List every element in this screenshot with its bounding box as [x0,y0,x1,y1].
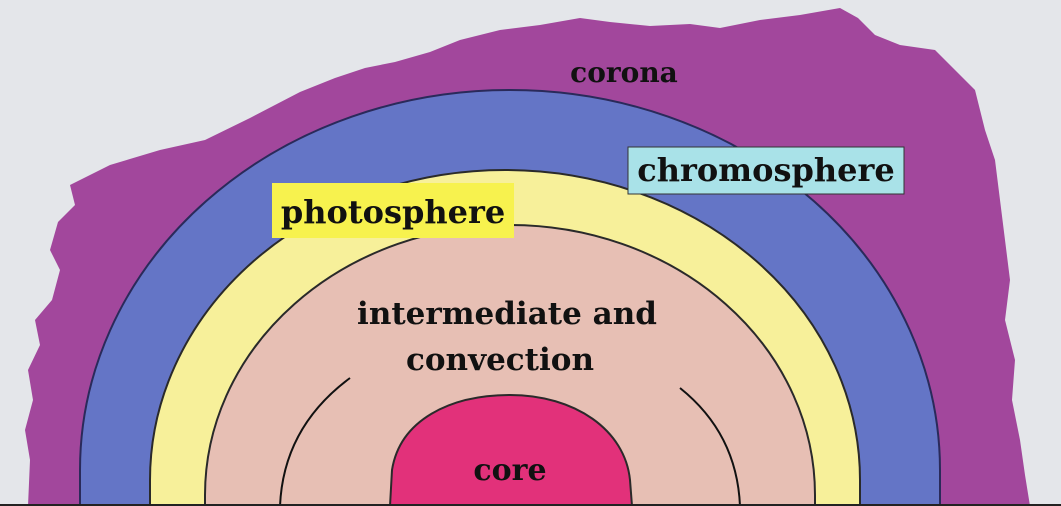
corona-label: corona [570,56,678,89]
core-label: core [473,453,546,488]
photosphere-label: photosphere [281,193,505,231]
intermediate-label-line2: convection [406,342,594,378]
chromosphere-label: chromosphere [637,151,894,189]
intermediate-label-line1: intermediate and [357,296,657,332]
